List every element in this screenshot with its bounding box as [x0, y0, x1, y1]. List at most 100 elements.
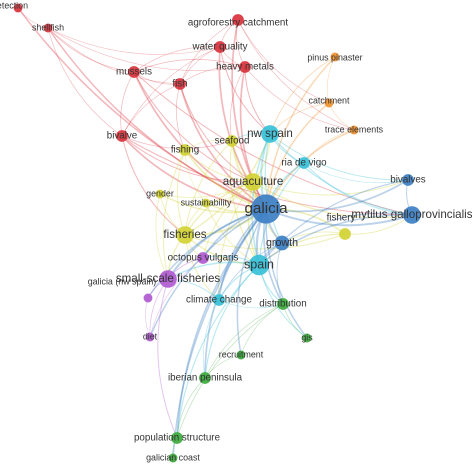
- label-shellfish: shellfish: [32, 22, 64, 32]
- label-agroforestry-catchment: agroforestry catchment: [188, 18, 288, 29]
- edge-bivalve-mytilus-galloprovincialis: [121, 135, 413, 216]
- node-climate-change[interactable]: [213, 294, 225, 306]
- label-distribution: distribution: [259, 299, 306, 310]
- node-population-structure[interactable]: [171, 432, 183, 444]
- edge-water-quality-mussels: [133, 46, 221, 73]
- labels-layer: detection shellfish agroforestry catchment…: [0, 0, 472, 462]
- edge-gender-small-scale-fisheries: [155, 193, 169, 280]
- node-mussels[interactable]: [128, 66, 140, 78]
- node-detection[interactable]: [13, 3, 23, 13]
- node-galician-coast[interactable]: [168, 453, 178, 463]
- edge-galicia-gis: [265, 208, 308, 339]
- node-small-scale-fisheries[interactable]: [159, 270, 177, 288]
- edge-galicia-galicia-nw-spain: [147, 208, 267, 299]
- nodes-layer: [13, 3, 421, 463]
- edge-distribution-iberian-peninsula: [204, 303, 284, 379]
- edge-octopus-vulgaris-diet: [149, 257, 204, 338]
- node-catchment[interactable]: [324, 98, 334, 108]
- label-heavy-metals: heavy metals: [216, 62, 274, 73]
- edge-fishing-fisheries: [176, 149, 186, 236]
- edge-bivalve-fisheries: [121, 135, 186, 236]
- edge-climate-change-distribution: [218, 299, 284, 309]
- edge-shellfish-water-quality: [47, 27, 221, 55]
- node-recruitment[interactable]: [236, 350, 246, 360]
- node-fishery[interactable]: [339, 228, 351, 240]
- label-fisheries: fisheries: [163, 228, 206, 241]
- edge-seafood-fisheries: [184, 140, 233, 236]
- edge-iberian-peninsula-population-structure: [176, 377, 206, 439]
- edge-ria-de-vigo-bivalves: [303, 162, 409, 184]
- node-agroforestry-catchment[interactable]: [232, 14, 244, 26]
- edge-mytilus-galloprovincialis-spain: [258, 214, 413, 266]
- label-fish: fish: [172, 79, 187, 90]
- node-sustainability[interactable]: [201, 198, 211, 208]
- edge-nw-spain-bivalves: [269, 133, 409, 181]
- edge-nw-spain-growth: [264, 133, 283, 244]
- node-fisheries[interactable]: [176, 226, 194, 244]
- node-distribution[interactable]: [277, 298, 289, 310]
- edge-climate-change-iberian-peninsula: [202, 299, 220, 379]
- edge-galicia-diet: [149, 208, 267, 338]
- node-trace-elements[interactable]: [349, 125, 359, 135]
- edge-galicia-population-structure: [176, 208, 267, 439]
- edge-aquaculture-octopus-vulgaris: [202, 181, 254, 259]
- node-galicia-nw-spain[interactable]: [143, 293, 153, 303]
- node-mytilus-galloprovincialis[interactable]: [403, 206, 421, 224]
- edge-water-quality-nw-spain: [219, 46, 271, 135]
- edge-shellfish-heavy-metals: [47, 27, 246, 71]
- edge-heavy-metals-galicia: [239, 66, 267, 210]
- node-aquaculture[interactable]: [244, 173, 262, 191]
- edge-distribution-population-structure: [176, 303, 284, 439]
- node-fishing[interactable]: [179, 144, 191, 156]
- edge-spain-population-structure: [176, 264, 260, 439]
- edge-shellfish-bivalve: [47, 27, 123, 137]
- label-ria-de-vigo: ria de vigo: [281, 158, 327, 169]
- edge-water-quality-galicia: [218, 46, 267, 210]
- node-fish[interactable]: [174, 78, 186, 90]
- edge-aquaculture-mytilus-galloprovincialis: [252, 181, 413, 219]
- node-seafood[interactable]: [226, 135, 238, 147]
- node-bivalve[interactable]: [116, 130, 128, 142]
- label-iberian-peninsula: iberian peninsula: [168, 373, 243, 384]
- node-iberian-peninsula[interactable]: [199, 372, 211, 384]
- edge-distribution-recruitment: [240, 303, 284, 356]
- edge-mytilus-galloprovincialis-growth: [281, 212, 413, 244]
- node-gender[interactable]: [155, 189, 165, 199]
- edge-bivalve-seafood: [121, 135, 233, 149]
- edge-pinus-pinaster-nw-spain: [269, 56, 336, 135]
- node-water-quality[interactable]: [214, 41, 226, 53]
- node-diet[interactable]: [145, 332, 155, 342]
- node-heavy-metals[interactable]: [239, 61, 251, 73]
- edge-mussels-aquaculture: [133, 71, 254, 183]
- edge-heavy-metals-trace-elements: [244, 66, 355, 131]
- edge-galicia-galician-coast: [172, 208, 267, 459]
- node-octopus-vulgaris[interactable]: [197, 252, 209, 264]
- label-fishing: fishing: [171, 145, 199, 156]
- edge-fish-galicia: [179, 83, 267, 210]
- edge-heavy-metals-seafood: [229, 66, 246, 142]
- label-galician-coast: galician coast: [146, 452, 200, 462]
- node-galicia[interactable]: [251, 194, 281, 224]
- edge-fisheries-nw-spain: [184, 133, 271, 236]
- edge-growth-climate-change: [218, 242, 283, 301]
- edge-ria-de-vigo-mytilus-galloprovincialis: [303, 162, 413, 216]
- node-bivalves[interactable]: [402, 174, 414, 186]
- label-pinus-pinaster: pinus pinaster: [307, 52, 362, 62]
- node-ria-de-vigo[interactable]: [298, 157, 310, 169]
- edge-shellfish-mussels: [47, 27, 135, 73]
- label-detection: detection: [0, 0, 28, 10]
- node-growth[interactable]: [274, 235, 290, 251]
- label-small-scale-fisheries: small-scale fisheries: [116, 272, 221, 285]
- node-spain[interactable]: [248, 254, 270, 276]
- node-nw-spain[interactable]: [261, 125, 279, 143]
- label-climate-change: climate change: [186, 295, 252, 306]
- edge-water-quality-bivalve: [121, 46, 221, 137]
- node-shellfish[interactable]: [43, 23, 53, 33]
- edge-bivalve-galicia: [121, 135, 267, 210]
- node-gis[interactable]: [302, 333, 312, 343]
- node-pinus-pinaster[interactable]: [330, 52, 340, 62]
- edge-fish-aquaculture: [179, 83, 254, 183]
- edge-galicia-bivalves: [265, 179, 409, 213]
- label-aquaculture: aquaculture: [223, 175, 284, 188]
